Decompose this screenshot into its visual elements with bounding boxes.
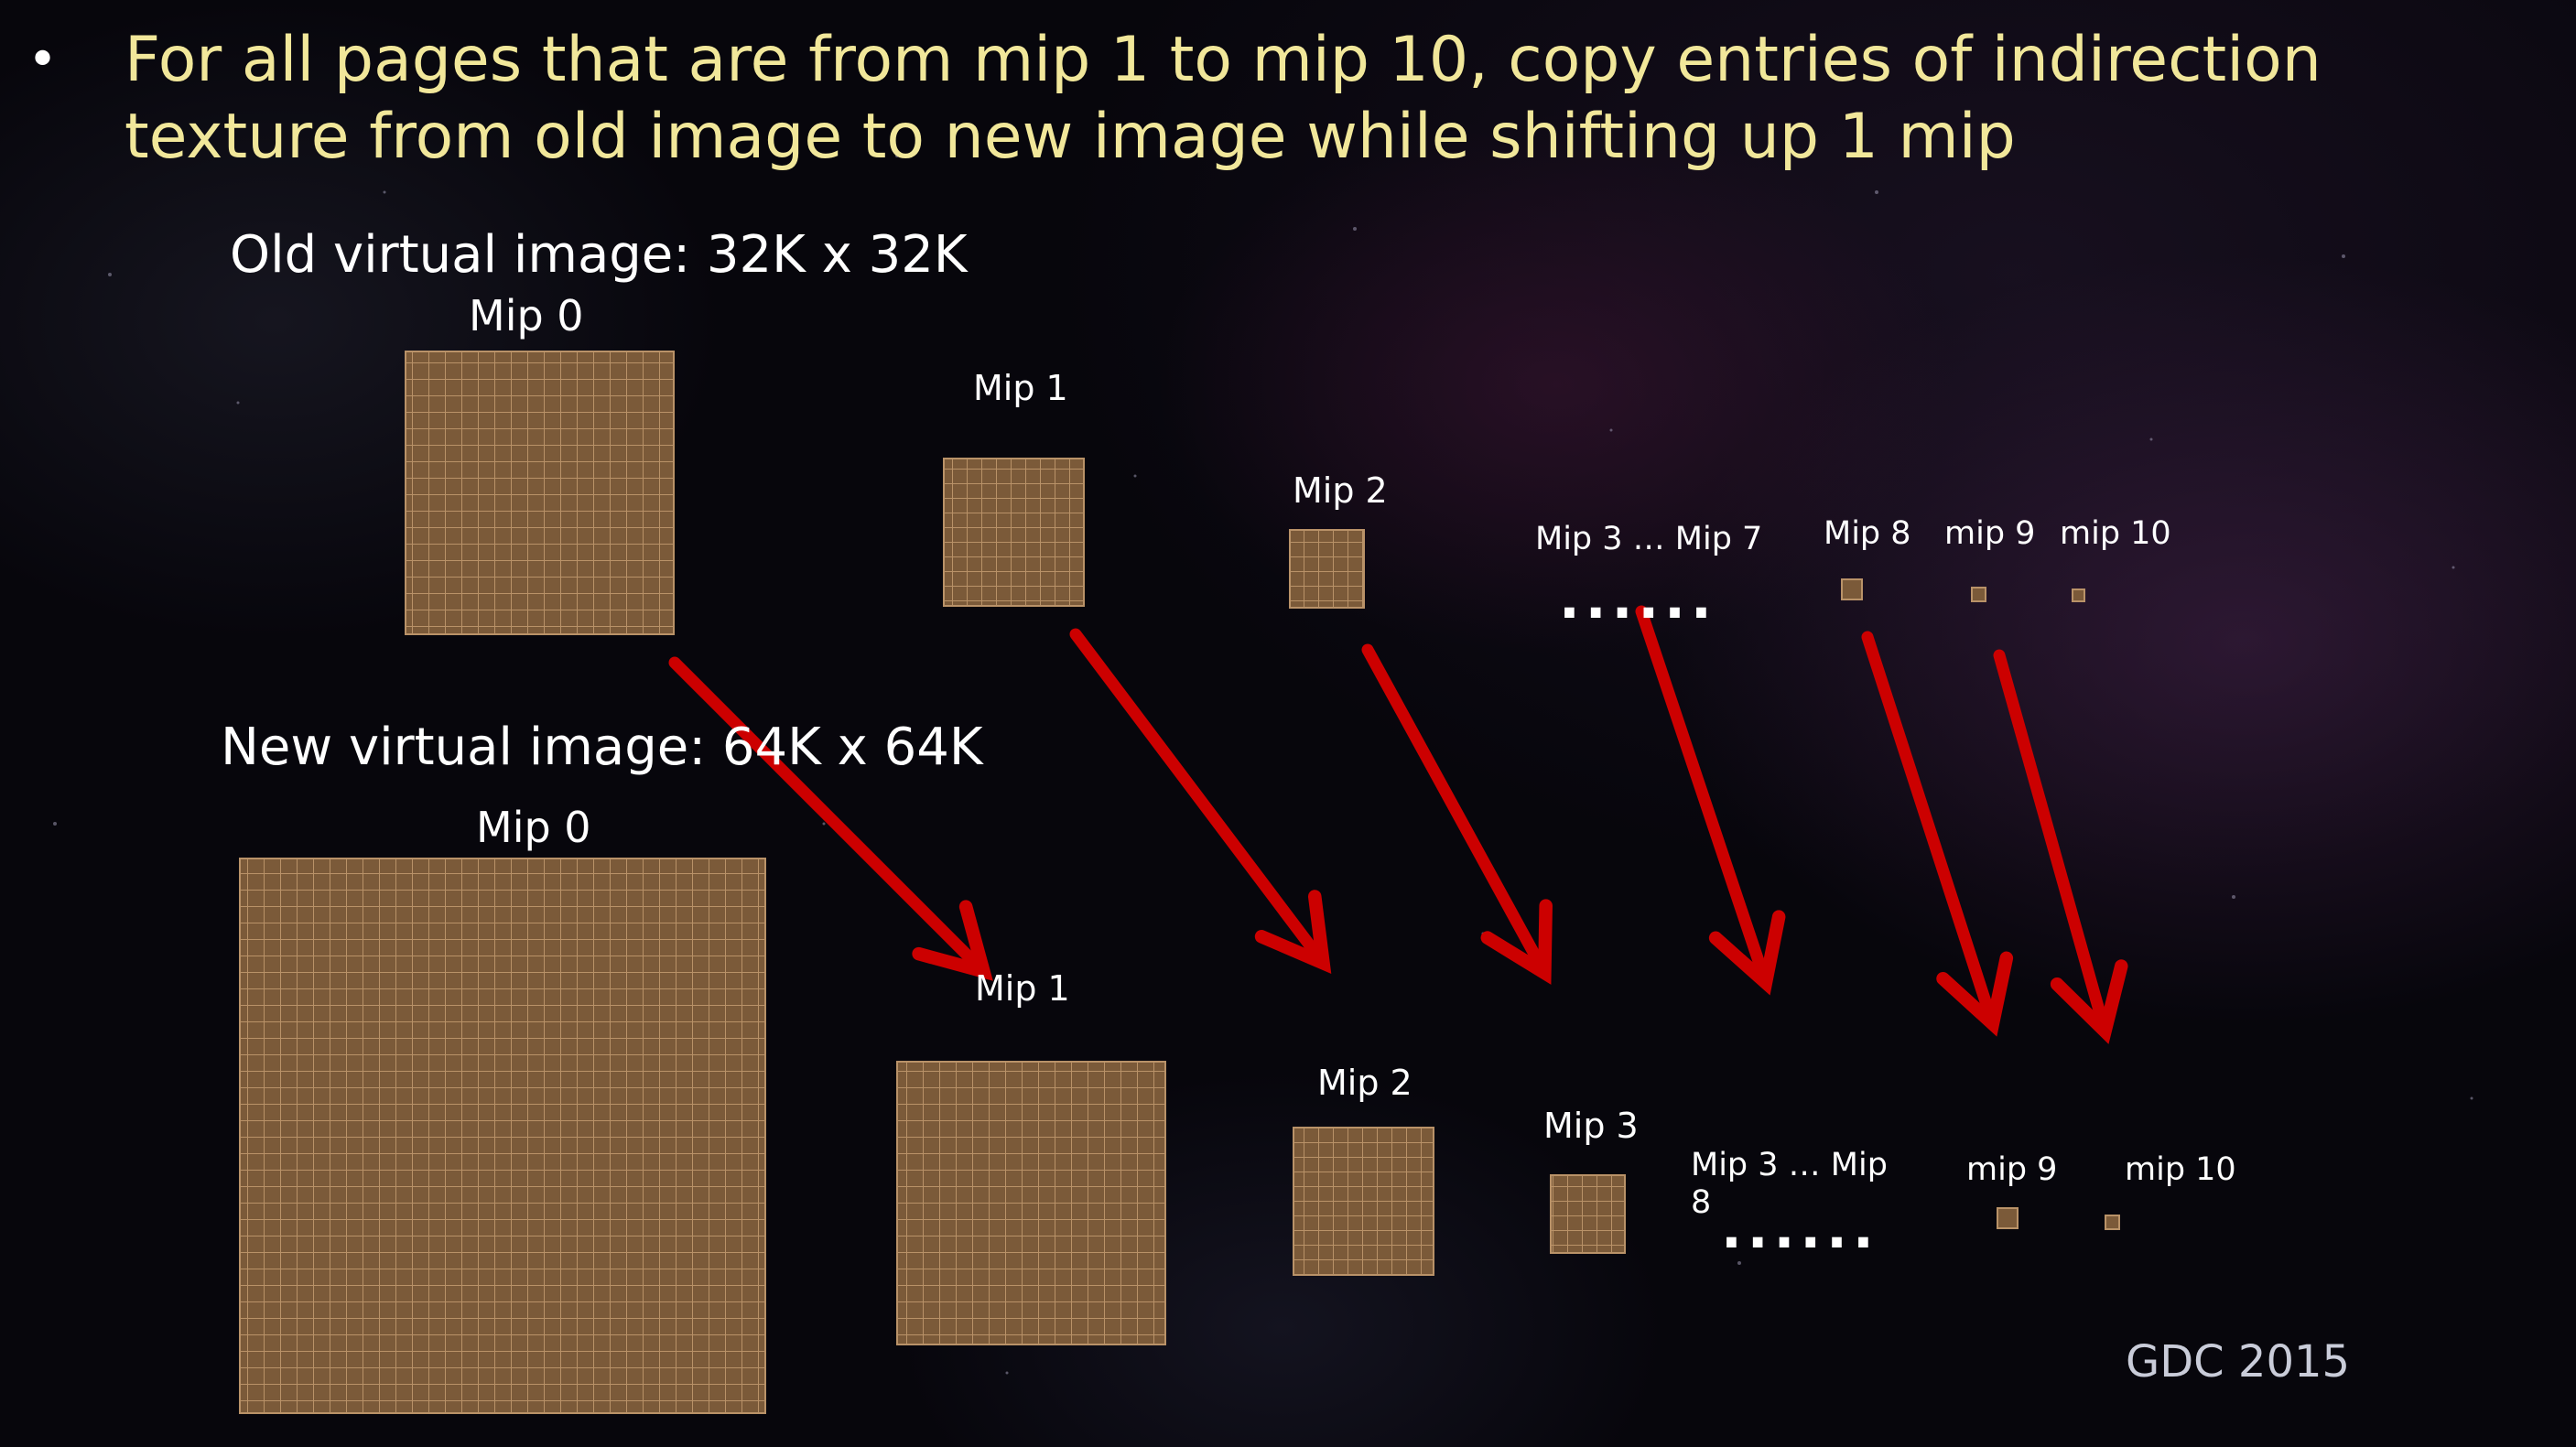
old-image-title: Old virtual image: 32K x 32K — [230, 225, 968, 285]
old-mip3-7-label: Mip 3 … Mip 7 — [1535, 521, 1763, 557]
old-mip1-label: Mip 1 — [973, 368, 1068, 408]
footer-label: GDC 2015 — [2126, 1336, 2351, 1388]
new-mip10-label: mip 10 — [2125, 1151, 2236, 1188]
old-mip8-label: Mip 8 — [1824, 515, 1911, 552]
arrow-down-right-icon — [668, 656, 993, 981]
bullet-icon: • — [27, 30, 59, 90]
new-mip3-8-label-line2: 8 — [1691, 1184, 1712, 1221]
new-mip9-label: mip 9 — [1966, 1151, 2058, 1188]
old-mip0-tile — [405, 351, 675, 635]
arrow-down-right-icon — [1993, 649, 2128, 1044]
bullet-text: For all pages that are from mip 1 to mip… — [124, 24, 2322, 173]
arrow-down-right-icon — [1361, 643, 1553, 985]
new-mip0-label: Mip 0 — [476, 803, 591, 852]
new-mip3-tile — [1550, 1174, 1626, 1254]
shift-arrows — [668, 605, 2128, 1044]
old-mip1-tile — [943, 458, 1085, 607]
new-mip2-label: Mip 2 — [1317, 1063, 1412, 1103]
new-mip2-tile — [1293, 1127, 1434, 1276]
new-mip1-tile — [896, 1061, 1166, 1345]
old-mip2-tile — [1289, 529, 1365, 609]
new-mip3-8-label-line1: Mip 3 … Mip — [1691, 1147, 1888, 1183]
old-image-tiles — [405, 351, 2085, 635]
new-mip1-label: Mip 1 — [975, 968, 1070, 1009]
new-mip9-tile — [1997, 1207, 2019, 1229]
old-mip9-label: mip 9 — [1944, 515, 2036, 552]
old-ellipsis: ...... — [1559, 567, 1717, 632]
old-mip10-label: mip 10 — [2060, 515, 2171, 552]
old-mip0-label: Mip 0 — [469, 291, 584, 340]
new-ellipsis: ...... — [1721, 1197, 1879, 1261]
new-image-tiles — [239, 858, 2120, 1414]
new-mip10-tile — [2105, 1215, 2120, 1230]
arrow-down-right-icon — [1069, 628, 1332, 974]
old-mip9-tile — [1971, 587, 1986, 602]
old-mip2-label: Mip 2 — [1293, 470, 1388, 511]
new-image-title: New virtual image: 64K x 64K — [221, 718, 983, 777]
new-mip0-tile — [239, 858, 766, 1414]
old-mip8-tile — [1841, 578, 1863, 600]
old-mip10-tile — [2072, 589, 2085, 602]
new-mip3-label: Mip 3 — [1543, 1106, 1639, 1146]
arrow-down-right-icon — [1635, 605, 1786, 996]
arrow-down-right-icon — [1861, 631, 2014, 1037]
